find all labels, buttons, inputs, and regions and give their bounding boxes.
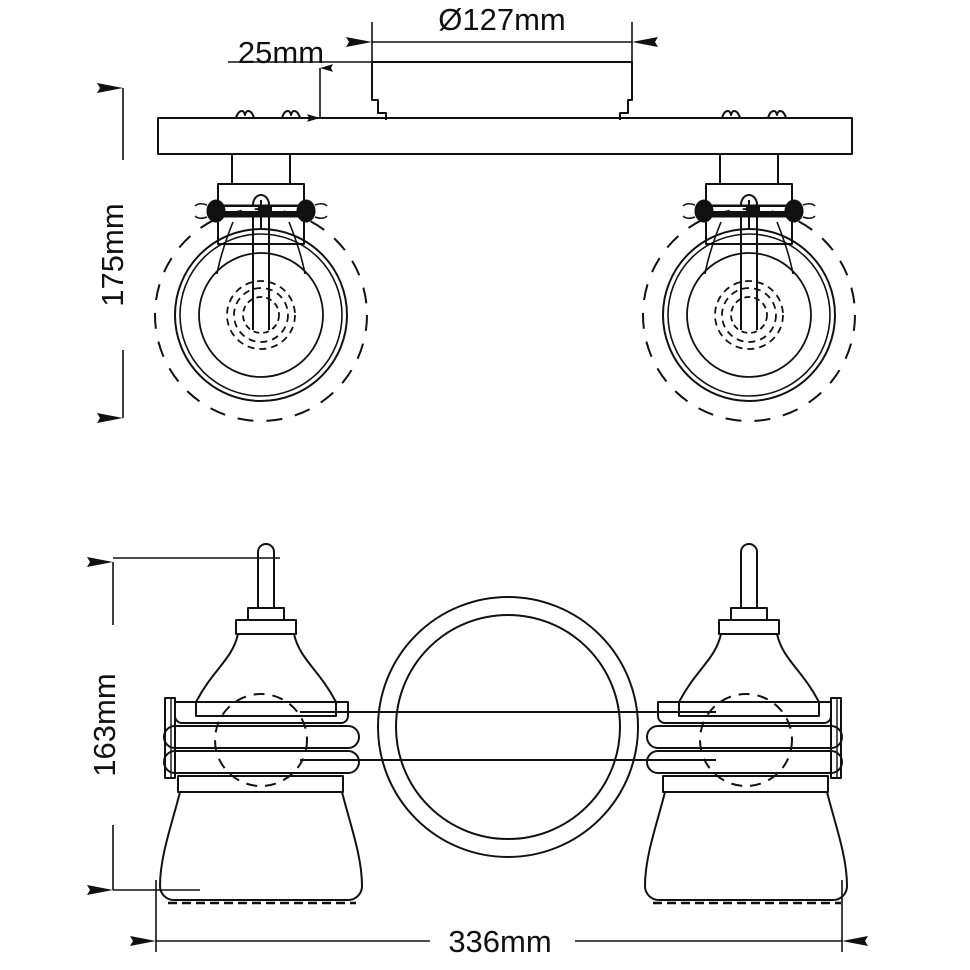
dim-diameter-127 (346, 22, 658, 62)
lamp-right-plan (642, 153, 856, 422)
ring-backplate-elevation (377, 596, 639, 858)
shade-left-elevation (159, 543, 363, 905)
cross-rod-left (194, 199, 328, 228)
dim-thickness-25 (228, 61, 372, 122)
dim-label-width: 336mm (448, 924, 551, 959)
dim-label-thickness: 25mm (238, 35, 324, 70)
cross-rod-right (682, 199, 816, 228)
backplate-boss-plan (371, 61, 633, 120)
dim-label-diameter: Ø127mm (438, 2, 565, 37)
lamp-left-plan (154, 153, 368, 422)
dim-label-height: 163mm (87, 673, 122, 776)
bar-screw-detail (235, 110, 787, 119)
dim-width-336 (130, 880, 868, 952)
mounting-bar-plan (157, 110, 853, 155)
shade-right-elevation (644, 543, 848, 905)
dim-label-projection: 175mm (95, 203, 130, 306)
